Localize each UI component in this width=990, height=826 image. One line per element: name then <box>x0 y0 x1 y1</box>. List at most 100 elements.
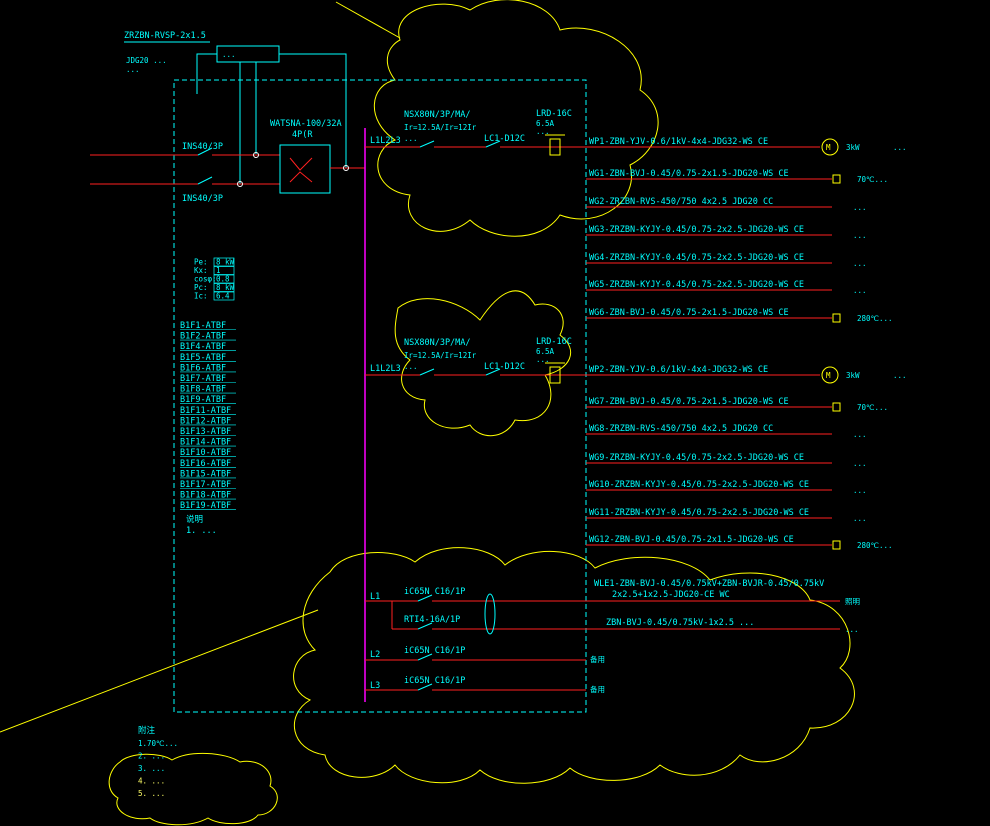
group2-breaker-note: ... <box>404 362 418 371</box>
atbf-item: B1F4-ATBF <box>180 342 226 352</box>
circuit-WG3: ...WG3-ZRZBN-KYJY-0.45/0.75-2x2.5-JDG20-… <box>586 225 867 240</box>
atbf-item: B1F13-ATBF <box>180 427 231 437</box>
circuit-end-label: 70℃... <box>857 175 888 184</box>
note-line: 4. ... <box>138 777 165 786</box>
circuit-cable-label: WG4-ZRZBN-KYJY-0.45/0.75-2x2.5-JDG20-WS … <box>589 253 804 263</box>
circuit-cable-label: WG8-ZRZBN-RVS-450/750 4x2.5 JDG20 CC <box>589 424 773 434</box>
group2-contactor: LC1-D12C <box>484 362 525 372</box>
l2-desc: 备用 <box>590 654 605 664</box>
param-value: 0.8 <box>216 275 230 284</box>
control-link-2 <box>279 53 347 168</box>
l1-cable-2: 2x2.5+1x2.5-JDG20-CE WC <box>612 590 730 600</box>
thermal-relay-icon <box>549 366 561 384</box>
group1-relay-note: ... <box>536 127 550 136</box>
fire-valve-icon <box>832 540 841 550</box>
group1-breaker: NSX80N/3P/MA/ <box>404 110 471 120</box>
atbf-item: B1F16-ATBF <box>180 459 231 469</box>
cloud-middle <box>394 290 572 437</box>
circuit-WG7: 70℃...WG7-ZBN-BVJ-0.45/0.75-2x1.5-JDG20-… <box>586 397 888 412</box>
l1-desc-1: 照明 <box>845 597 860 606</box>
circuit-cable-label: WG12-ZBN-BVJ-0.45/0.75-2x1.5-JDG20-WS CE <box>589 535 794 545</box>
atbf-item: B1F6-ATBF <box>180 363 226 373</box>
note-line: 5. ... <box>138 789 165 798</box>
incoming-section: ZRZBN-RVSP-2x1.5 JDG20 ... ... ... INS40… <box>90 31 365 204</box>
circuit-WG5: ...WG5-ZRZBN-KYJY-0.45/0.75-2x2.5-JDG20-… <box>586 280 867 295</box>
incoming-cable-note2: ... <box>126 65 140 74</box>
l1-breaker: iC65N C16/1P <box>404 587 465 597</box>
motor-icon <box>821 138 839 156</box>
circuit-WG12: 280℃...WG12-ZBN-BVJ-0.45/0.75-2x1.5-JDG2… <box>586 535 893 550</box>
circuit-desc: ... <box>893 371 907 380</box>
circuit-desc: ... <box>853 514 867 523</box>
breaker-bottom-switch <box>197 176 213 185</box>
circuit-desc: ... <box>853 259 867 268</box>
footnotes: 附注 1.70℃...2. ...3. ...4. ...5. ... <box>138 725 178 798</box>
circuit-WP2: M 3kW... WP2-ZBN-YJV-0.6/1kV-4x4-JDG32-WS … <box>365 362 907 384</box>
ats-switch-top <box>289 157 313 171</box>
signal-box-label: ... <box>222 50 236 59</box>
group2-relay-rating: 6.5A <box>536 347 555 356</box>
atbf-item: B1F2-ATBF <box>180 332 226 342</box>
atbf-item: B1F5-ATBF <box>180 353 226 363</box>
circuit-WG2: ...WG2-ZRZBN-RVS-450/750 4x2.5 JDG20 CC <box>586 197 867 212</box>
param-cell <box>213 283 235 292</box>
group1-phase: L1L2L3 <box>370 136 401 146</box>
atbf-item: B1F15-ATBF <box>180 469 231 479</box>
feeder-breaker-switch <box>419 140 435 148</box>
atbf-item: B1F1-ATBF <box>180 321 226 331</box>
cloud-bottom <box>293 547 855 784</box>
note-line: 1.70℃... <box>138 739 178 748</box>
notes-title: 附注 <box>138 725 156 736</box>
cloud-top <box>373 0 659 237</box>
junction-a <box>237 181 243 187</box>
motor-group-1: L1L2L3 NSX80N/3P/MA/ Ir=12.5A/Ir=12Ir ..… <box>370 109 572 146</box>
l1-cable-3: ZBN-BVJ-0.45/0.75kV-1x2.5 ... <box>606 618 754 628</box>
circuit-cable-label: WG10-ZRZBN-KYJY-0.45/0.75-2x2.5-JDG20-WS… <box>589 480 809 490</box>
param-value: 8 kW <box>216 283 235 292</box>
circuit-cable-label: WG3-ZRZBN-KYJY-0.45/0.75-2x2.5-JDG20-WS … <box>589 225 804 235</box>
feeder-breaker-switch <box>419 368 435 376</box>
circuit-cable-label: WP2-ZBN-YJV-0.6/1kV-4x4-JDG32-WS CE <box>589 365 768 375</box>
l2-breaker-switch <box>417 653 433 661</box>
cloud-notes <box>108 752 278 826</box>
circuit-cable-label: WG2-ZRZBN-RVS-450/750 4x2.5 JDG20 CC <box>589 197 773 207</box>
circuit-WG11: ...WG11-ZRZBN-KYJY-0.45/0.75-2x2.5-JDG20… <box>586 508 867 523</box>
l1-rcd-ellipse <box>484 593 496 635</box>
circuit-desc: ... <box>853 430 867 439</box>
thermal-relay-icon <box>549 138 561 156</box>
param-label: Kx: <box>194 266 208 275</box>
ats-box <box>279 144 331 194</box>
ats-poles: 4P(R <box>292 130 313 140</box>
param-label: cosφ: <box>194 275 217 284</box>
circuit-end-label: 70℃... <box>857 403 888 412</box>
circuit-end-label: 3kW <box>846 143 860 152</box>
motor-icon-letter: M <box>826 143 831 152</box>
param-cell <box>213 291 235 301</box>
param-value: 6.4 <box>216 292 230 301</box>
motor-icon-letter: M <box>826 371 831 380</box>
circuit-end-label: 3kW <box>846 371 860 380</box>
group1-relay: LRD-16C <box>536 109 572 119</box>
param-label: Pe: <box>194 258 208 267</box>
explain-line: 1. ... <box>186 526 217 536</box>
atbf-item: B1F19-ATBF <box>180 501 231 511</box>
circuit-WG10: ...WG10-ZRZBN-KYJY-0.45/0.75-2x2.5-JDG20… <box>586 480 867 495</box>
circuit-desc: ... <box>853 459 867 468</box>
atbf-list: B1F1-ATBFB1F2-ATBFB1F4-ATBFB1F5-ATBFB1F6… <box>180 321 236 511</box>
l1-rcd-switch <box>417 622 433 630</box>
atbf-item: B1F11-ATBF <box>180 406 231 416</box>
atbf-item: B1F10-ATBF <box>180 448 231 458</box>
l3-breaker-switch <box>417 683 433 691</box>
atbf-item: B1F8-ATBF <box>180 385 226 395</box>
atbf-item: B1F12-ATBF <box>180 416 231 426</box>
circuit-cable-label: WG1-ZBN-BVJ-0.45/0.75-2x1.5-JDG20-WS CE <box>589 169 789 179</box>
group2-relay-note: ... <box>536 355 550 364</box>
group2-breaker-rating: Ir=12.5A/Ir=12Ir <box>404 351 477 360</box>
circuit-desc: ... <box>893 143 907 152</box>
distribution-box-frame <box>173 79 587 713</box>
group1-breaker-rating: Ir=12.5A/Ir=12Ir <box>404 123 477 132</box>
param-cell <box>213 257 235 267</box>
